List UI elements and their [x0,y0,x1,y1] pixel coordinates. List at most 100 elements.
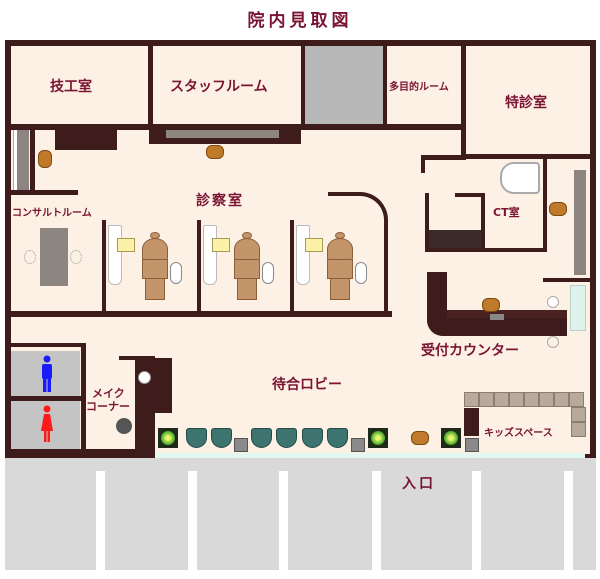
consult-chair-left [24,250,36,264]
parking-lot [5,458,596,570]
wall [455,193,485,197]
reception-stool-2 [547,336,559,348]
reception-keyboard [490,314,504,320]
side-table-2 [351,438,365,452]
staff-chair [206,145,224,159]
partition [102,220,106,312]
curved-wall [328,192,388,312]
label-staff-room: スタッフルーム [170,79,268,95]
side-cabinet [574,170,586,275]
plant-2 [368,428,388,448]
tile [479,392,494,407]
wall [5,343,85,347]
wall [5,311,392,317]
entrance-glass [155,453,585,459]
wall [421,155,425,173]
wall [119,356,155,360]
tray-1 [117,238,135,252]
tile [539,392,554,407]
reception-back [447,310,567,318]
label-multipurpose: 多目的ルーム [389,82,449,93]
reception-chair [482,298,500,312]
dental-unit-2 [203,225,217,285]
tile [569,392,584,407]
ct-machine [500,162,540,194]
lobby-chair-2[interactable] [211,428,232,448]
lab-counter [17,130,29,190]
tile [571,422,586,437]
wall [5,449,155,454]
dental-unit-1 [108,225,122,285]
wall [425,193,429,250]
tile [571,407,586,422]
lobby-chair-1[interactable] [186,428,207,448]
parking-stripe-5 [472,471,481,579]
label-reception: 受付カウンター [421,343,519,359]
plant-1 [158,428,178,448]
kids-shelf [464,408,479,436]
wall [30,130,35,195]
parking-stripe-3 [279,471,288,579]
room-special-exam[interactable] [466,46,590,154]
label-consult-room: コンサルトルーム [12,208,92,219]
spittoon-1 [170,262,182,284]
spittoon-2 [262,262,274,284]
wall [481,193,485,250]
consult-chair-right [70,250,82,264]
label-waiting-lobby: 待合ロビー [272,377,342,393]
consult-table [40,228,68,286]
tile [464,392,479,407]
room-multipurpose[interactable] [387,46,461,124]
label-special-exam: 特診室 [505,95,547,111]
label-makeup-line2: コーナー [86,400,130,413]
male-icon [41,355,53,393]
makeup-stool [116,418,132,434]
lobby-chair-6[interactable] [327,428,348,448]
wall [461,46,466,158]
tile [554,392,569,407]
kids-stool [465,438,479,452]
wall [148,46,153,130]
wall [425,248,547,252]
makeup-sink [138,371,151,384]
lab-chair [38,150,52,168]
spittoon-3 [355,262,367,284]
staff-counter-top [166,130,279,138]
side-chair [549,202,567,216]
label-makeup-line1: メイク [92,387,125,400]
lobby-chair-4[interactable] [276,428,297,448]
wall [155,358,172,413]
ct-control-desk [429,230,481,248]
wall [5,124,466,130]
tile [494,392,509,407]
tray-3 [305,238,323,252]
wall [383,46,387,124]
kids-bench-top [464,392,586,408]
parking-stripe-1 [96,471,105,579]
parking-stripe-4 [372,471,381,579]
lab-cabinet [55,130,117,150]
wall [466,154,596,159]
room-staff[interactable] [153,46,301,124]
wall [301,46,305,130]
lobby-chair-3[interactable] [251,428,272,448]
side-table-1 [234,438,248,452]
dental-chair-3[interactable] [325,232,355,302]
lobby-chair-5[interactable] [302,428,323,448]
label-lab: 技工室 [50,79,92,95]
dental-chair-2[interactable] [232,232,262,302]
label-ct-room: CT室 [493,206,520,219]
label-entrance: 入口 [402,476,436,492]
wall [421,155,466,160]
dental-unit-3 [296,225,310,285]
room-lab[interactable] [11,46,148,124]
dental-chair-1[interactable] [140,232,170,302]
wall [5,190,78,195]
window-glass [570,285,586,331]
tile [509,392,524,407]
wall [5,396,85,401]
lobby-sofa [411,431,429,445]
parking-stripe-2 [188,471,197,579]
label-exam-room: 診察室 [196,193,244,209]
reception-stool [547,296,559,308]
